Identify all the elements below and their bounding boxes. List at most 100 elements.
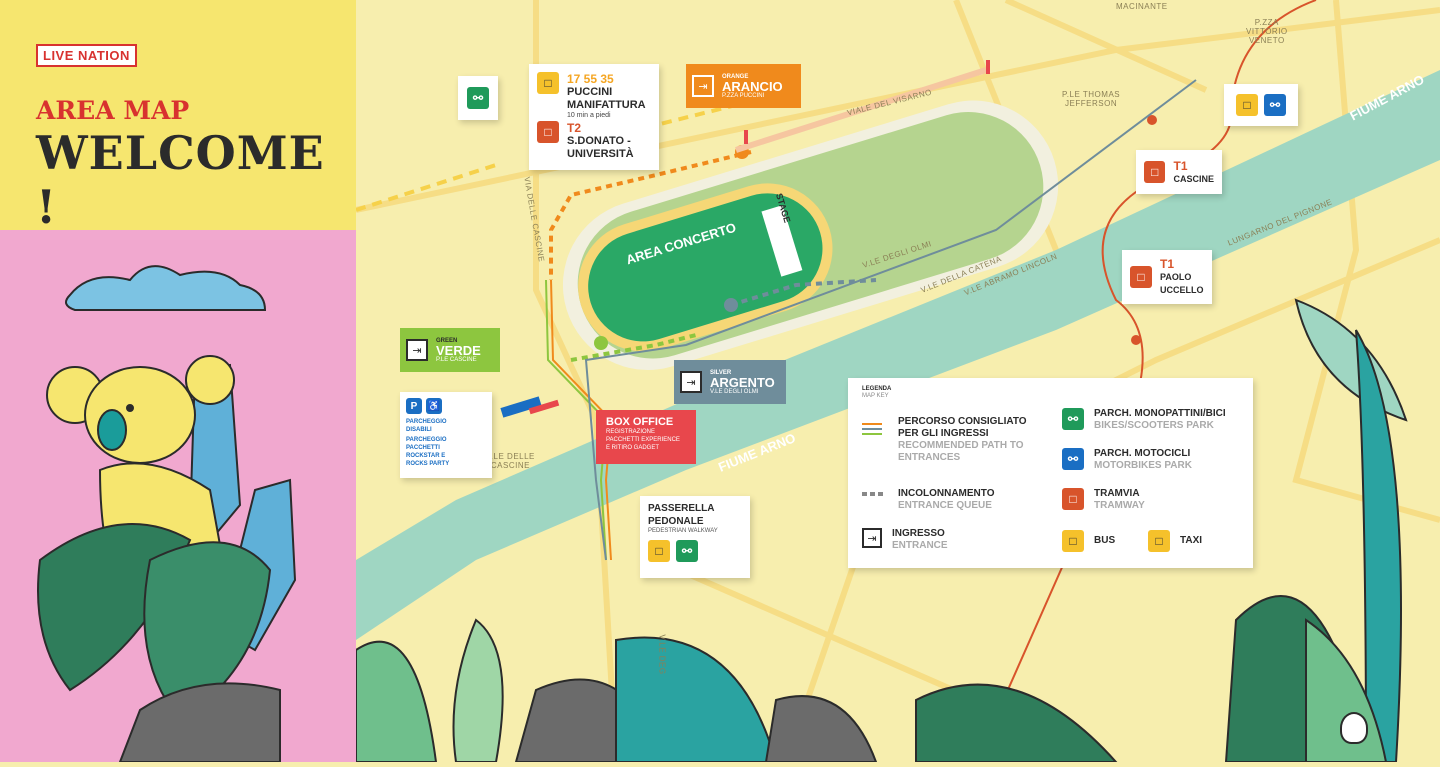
parking-packages: PARCHEGGIO PACCHETTI ROCKSTAR E ROCKS PA… <box>406 437 450 467</box>
green-entrance-place: P.LE CASCINE <box>436 356 477 363</box>
legend-path-en: RECOMMENDED PATH TO ENTRANCES <box>898 440 1024 463</box>
green-entrance-small: GREEN <box>436 337 458 344</box>
silver-entrance-small: SILVER <box>710 369 732 376</box>
parking-icon: P <box>406 398 422 414</box>
walkway-title: PASSERELLA PEDONALE <box>648 503 715 527</box>
parking-card[interactable]: P ♿ PARCHEGGIO DISABILI PARCHEGGIO PACCH… <box>400 392 492 478</box>
legend-moto-en: MOTORBIKES PARK <box>1094 460 1192 471</box>
bike-icon: ⚯ <box>467 87 489 109</box>
bus-lines: 17 55 35 <box>567 72 614 86</box>
sidebar-illustration-panel <box>0 230 356 763</box>
silver-entrance-place: V.LE DEGLI OLMI <box>710 388 759 395</box>
tram-icon: □ <box>1144 161 1166 183</box>
orange-entrance-card[interactable]: ⇥ ORANGE ARANCIO P.ZZA PUCCINI <box>686 64 801 108</box>
bus-stop: PUCCINI MANIFATTURA <box>567 86 646 111</box>
legend-bus-label: BUS <box>1094 535 1116 546</box>
orange-path <box>549 150 752 280</box>
legend-moto-it: PARCH. MOTOCICLI <box>1094 448 1191 459</box>
legend-entrance-en: ENTRANCE <box>892 540 948 551</box>
label-macinante: MACINANTE <box>1116 2 1168 11</box>
tram-line-t2: T2 <box>567 121 582 135</box>
live-nation-logo[interactable]: LIVE NATION <box>36 44 137 67</box>
legend-tram-en: TRAMWAY <box>1094 500 1145 511</box>
orange-entrance-name: ARANCIO <box>722 78 783 94</box>
bus-icon: □ <box>1062 530 1084 552</box>
silver-path <box>584 79 1197 561</box>
bike-icon: ⚯ <box>1062 408 1084 430</box>
legend-queue-it: INCOLONNAMENTO <box>898 488 995 499</box>
map-legend: LEGENDA MAP KEY PERCORSO CONSIGLIATO PER… <box>848 378 1253 568</box>
entrance-icon: ⇥ <box>406 339 428 361</box>
label-piazza-vittorio: P.ZZA VITTORIO VENETO <box>1246 18 1288 45</box>
legend-tram-it: TRAMVIA <box>1094 488 1140 499</box>
green-entrance-card[interactable]: ⇥ GREEN VERDE P.LE CASCINE <box>400 328 500 372</box>
legend-queue: INCOLONNAMENTO ENTRANCE QUEUE <box>862 488 994 512</box>
pedestrian-walkway-card[interactable]: PASSERELLA PEDONALE PEDESTRIAN WALKWAY □… <box>640 496 750 578</box>
legend-moto: ⚯ PARCH. MOTOCICLI MOTORBIKES PARK <box>1062 448 1192 472</box>
orange-entrance-small: ORANGE <box>722 73 749 80</box>
legend-taxi-label: TAXI <box>1180 535 1203 546</box>
tram-paolo-line: T1 <box>1160 257 1175 271</box>
map-base <box>356 0 1440 762</box>
taxi-moto-card[interactable]: □ ⚯ <box>1224 84 1298 126</box>
tram-stop-sdonato: S.DONATO - UNIVERSITÀ <box>567 135 634 160</box>
legend-bus: □ BUS <box>1062 530 1115 552</box>
tram-icon: □ <box>537 121 559 143</box>
taxi-icon: □ <box>648 540 670 562</box>
legend-path-it: PERCORSO CONSIGLIATO PER GLI INGRESSI <box>898 416 1027 439</box>
welcome-title: WELCOME ! <box>36 126 325 234</box>
legend-queue-en: ENTRANCE QUEUE <box>898 500 992 511</box>
entrance-icon: ⇥ <box>692 75 714 97</box>
silver-entrance-card[interactable]: ⇥ SILVER ARGENTO V.LE DEGLI OLMI <box>674 360 786 404</box>
bike-parking-card[interactable]: ⚯ <box>458 76 498 120</box>
legend-bikes-en: BIKES/SCOOTERS PARK <box>1094 420 1214 431</box>
orange-entrance-place: P.ZZA PUCCINI <box>722 92 765 99</box>
tram-cascine-stop: CASCINE <box>1173 173 1214 184</box>
green-path <box>570 333 697 362</box>
legend-bikes: ⚯ PARCH. MONOPATTINI/BICI BIKES/SCOOTERS… <box>1062 408 1226 432</box>
legend-entrance: ⇥ INGRESSO ENTRANCE <box>862 528 948 552</box>
koala-illustration <box>37 265 297 763</box>
legend-taxi: □ TAXI <box>1148 530 1202 552</box>
motorbike-icon: ⚯ <box>1062 448 1084 470</box>
silver-entrance-name: ARGENTO <box>710 374 775 390</box>
box-office-desc: REGISTRAZIONE PACCHETTI EXPERIENCE E RIT… <box>606 429 680 451</box>
sidebar-header-panel <box>0 0 356 230</box>
legend-subtitle: MAP KEY <box>862 393 889 399</box>
sidebar: LIVE NATION AREA MAP WELCOME ! <box>0 0 356 763</box>
wheelchair-icon: ♿ <box>426 398 442 414</box>
entrance-icon: ⇥ <box>680 371 702 393</box>
green-entrance-name: VERDE <box>436 342 481 358</box>
river-arno <box>356 70 1440 640</box>
tram-icon: □ <box>1130 266 1152 288</box>
taxi-icon: □ <box>1236 94 1258 116</box>
legend-tram: □ TRAMVIA TRAMWAY <box>1062 488 1145 512</box>
bike-icon: ⚯ <box>676 540 698 562</box>
tram-cascine-card[interactable]: □ T1 CASCINE <box>1136 150 1222 194</box>
box-office-title: BOX OFFICE <box>606 416 674 428</box>
legend-bikes-it: PARCH. MONOPATTINI/BICI <box>1094 408 1226 419</box>
bus-icon: □ <box>537 72 559 94</box>
label-vle: V.LE DEG <box>657 634 667 675</box>
area-map-title: AREA MAP <box>36 96 190 125</box>
parking-disabled: PARCHEGGIO DISABILI <box>406 419 447 433</box>
tram-paolo-stop: PAOLO UCCELLO <box>1160 272 1204 295</box>
stadium-area <box>562 100 1059 370</box>
tram-icon: □ <box>1062 488 1084 510</box>
queue-dashes-icon <box>862 492 886 496</box>
box-office-card[interactable]: BOX OFFICE REGISTRAZIONE PACCHETTI EXPER… <box>596 410 696 464</box>
legend-path: PERCORSO CONSIGLIATO PER GLI INGRESSI RE… <box>862 416 1027 464</box>
area-map[interactable]: MACINANTE P.ZZA VITTORIO VENETO VIALE DE… <box>356 0 1440 762</box>
legend-entrance-it: INGRESSO <box>892 528 945 539</box>
bus-tram-card[interactable]: □ 17 55 35 PUCCINI MANIFATTURA 10 min a … <box>529 64 659 170</box>
taxi-icon: □ <box>1148 530 1170 552</box>
path-arrows-icon <box>862 423 882 435</box>
tram-paolo-uccello-card[interactable]: □ T1 PAOLO UCCELLO <box>1122 250 1212 304</box>
walkway-sub: PEDESTRIAN WALKWAY <box>648 528 718 534</box>
entrance-icon: ⇥ <box>862 528 882 548</box>
label-jefferson: P.LE THOMAS JEFFERSON <box>1062 90 1121 108</box>
motorbike-icon: ⚯ <box>1264 94 1286 116</box>
tram-cascine-line: T1 <box>1173 158 1188 173</box>
label-piazzale-cascine: P.LE DELLE CASCINE <box>486 452 535 470</box>
bus-walk-time: 10 min a piedi <box>567 112 611 119</box>
